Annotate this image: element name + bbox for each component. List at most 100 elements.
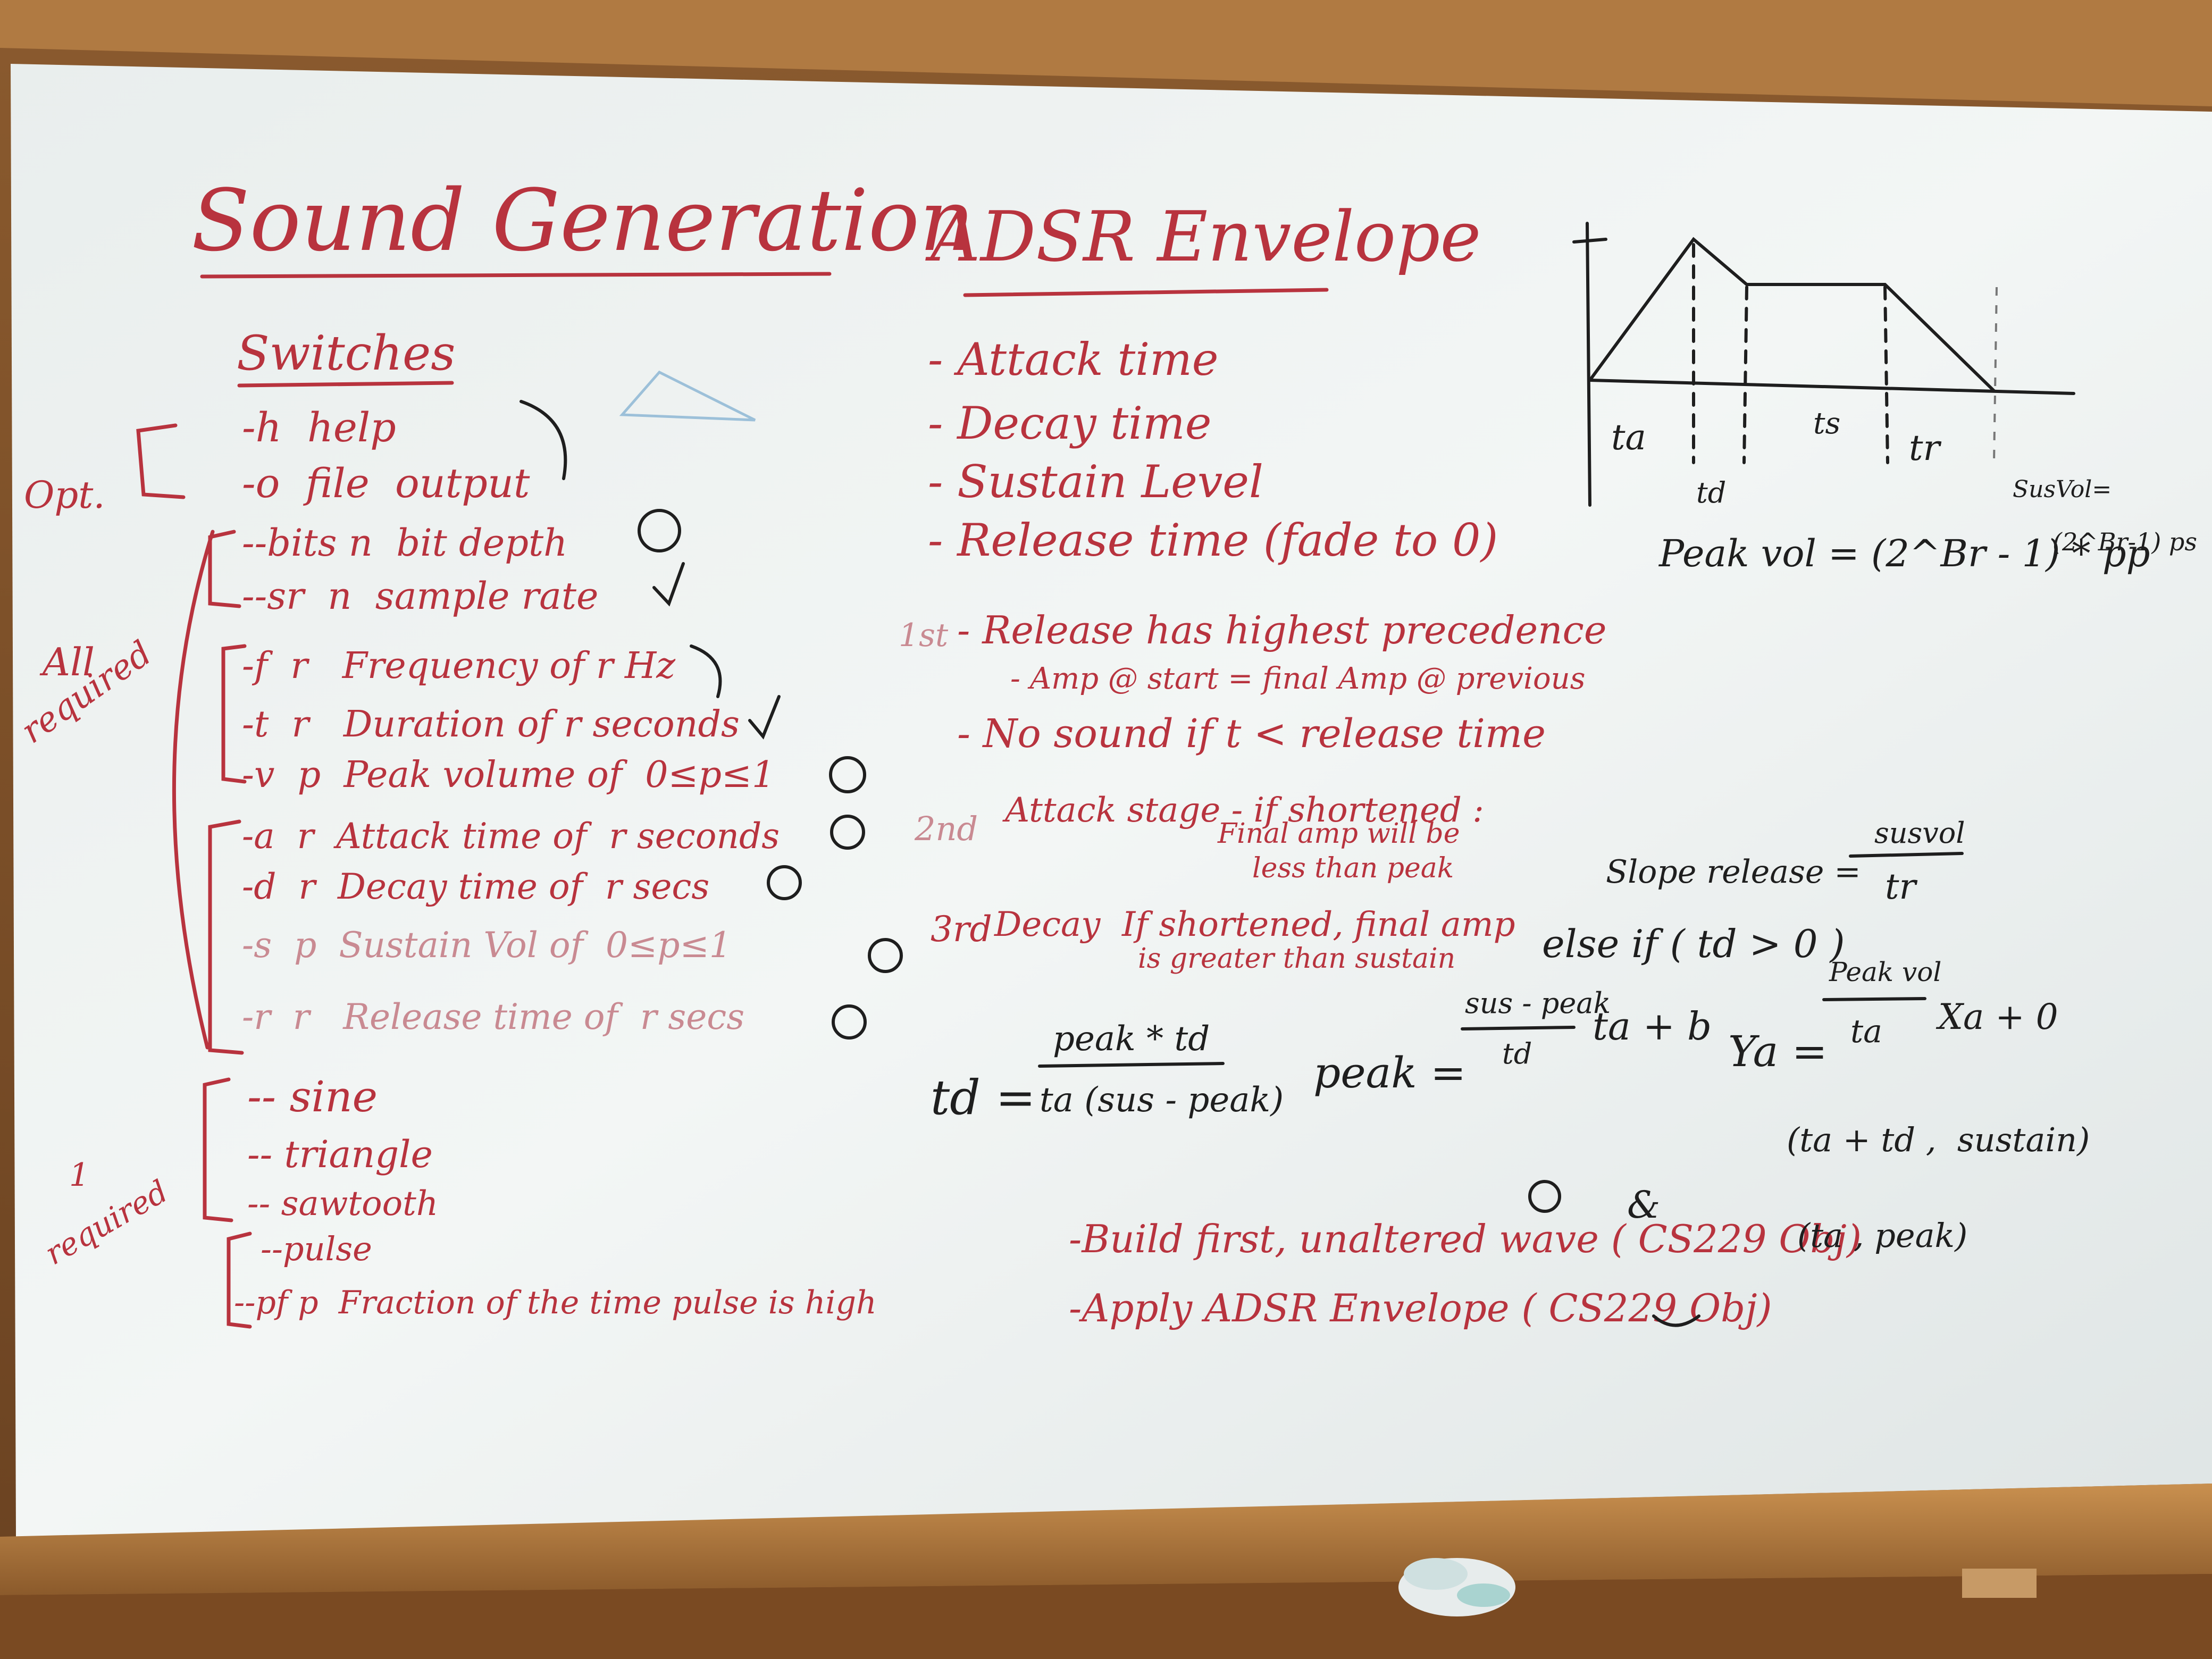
precedence-line: Attack stage - if shortened : — [1002, 791, 1484, 830]
ya-numerator: Peak vol — [1829, 957, 1941, 987]
td-formula: td = peak * td ta (sus - peak) — [931, 1019, 1284, 1126]
switch-item: -d r Decay time of r secs — [242, 866, 709, 907]
brace-mark — [520, 400, 567, 480]
volume-formulas: Peak vol = (2^Br - 1) * pp (2^Br-1) ps S… — [1542, 527, 2197, 1255]
adsr-item: - Decay time — [928, 397, 1211, 449]
graph-label-td: td — [1696, 476, 1726, 509]
slope-numerator: susvol — [1874, 816, 1965, 850]
build-step: -Apply ADSR Envelope ( CS229 Obj) — [1069, 1286, 1772, 1330]
ya-lhs: Ya = — [1728, 1027, 1828, 1076]
precedence-notes: 1st - Release has highest precedence - A… — [899, 608, 1606, 975]
fraction-bar — [1849, 852, 1964, 858]
circle-mark-icon — [829, 756, 866, 793]
graph-label-susvol: SusVol= — [2013, 476, 2112, 503]
adsr-envelope-graph: ta td ts tr SusVol= — [1572, 222, 2112, 509]
circle-mark-icon — [767, 865, 802, 900]
bracket-a-d-s-r — [208, 819, 244, 1055]
switch-item: --pf p Fraction of the time pulse is hig… — [234, 1284, 877, 1321]
formula-numerator: peak * td — [1053, 1019, 1210, 1059]
eraser — [1962, 1569, 2037, 1598]
frame-bottom — [0, 1574, 2212, 1659]
check-mark-icon — [652, 562, 685, 607]
adsr-item: - Release time (fade to 0) — [928, 514, 1498, 566]
switch-item: -t r Duration of r seconds — [242, 703, 740, 745]
dashed-marker — [1742, 286, 1748, 464]
formula-denominator: ta (sus - peak) — [1040, 1080, 1284, 1120]
adsr-heading: ADSR Envelope — [925, 196, 1481, 277]
ya-tail: Xa + 0 — [1936, 996, 2058, 1037]
bracket-pulse — [227, 1231, 252, 1329]
bracket-opt — [136, 423, 186, 499]
graph-label-tr: tr — [1909, 428, 1942, 468]
switch-item: --sr n sample rate — [242, 574, 598, 618]
adsr-item: - Sustain Level — [928, 456, 1263, 508]
check-mark-icon — [748, 695, 781, 740]
bracket-all-required — [172, 530, 215, 1050]
precedence-line: Decay If shortened, final amp — [994, 905, 1515, 944]
switch-item: -- sine — [247, 1072, 378, 1121]
ampersand-mark-icon: & — [1627, 1183, 1660, 1227]
circle-mark-icon — [638, 509, 681, 552]
circle-mark-icon — [1528, 1180, 1561, 1213]
build-steps: -Build first, unaltered wave ( CS229 Obj… — [1069, 1180, 1862, 1330]
title-underline — [200, 272, 832, 279]
point-peak: (ta , peak) — [1797, 1216, 1967, 1255]
bracket-f-t-v — [221, 644, 247, 784]
circle-mark-icon — [832, 1004, 867, 1040]
precedence-line: Final amp will be — [1217, 818, 1460, 850]
dashed-marker — [1993, 287, 1998, 463]
group-label-opt: Opt. — [24, 473, 105, 517]
switches-heading: Switches — [237, 325, 455, 381]
brace-mark — [690, 644, 722, 698]
envelope-curve — [1588, 237, 1996, 392]
adsr-underline — [963, 288, 1329, 297]
precedence-line: is greater than sustain — [1138, 943, 1455, 975]
group-label-one: 1 — [69, 1157, 89, 1194]
ya-denominator: ta — [1850, 1013, 1882, 1050]
switch-item: -s p Sustain Vol of 0≤p≤1 — [242, 925, 732, 966]
peak-formula: peak = sus - peak td ta + b — [1313, 986, 1712, 1097]
underline-mark — [1652, 1314, 1700, 1327]
graph-y-axis — [1586, 222, 1591, 507]
precedence-line: - Release has highest precedence — [957, 608, 1606, 652]
circle-mark-icon — [868, 938, 903, 973]
switch-item: -h help — [242, 404, 396, 451]
status-marks — [520, 400, 903, 1040]
peak-vol-formula: Peak vol = (2^Br - 1) * pp — [1658, 532, 2150, 575]
build-step: -Build first, unaltered wave ( CS229 Obj… — [1069, 1217, 1862, 1261]
frame-top — [0, 0, 2212, 106]
precedence-line: - Amp @ start = final Amp @ previous — [1010, 661, 1585, 696]
formula-numerator: sus - peak — [1465, 986, 1611, 1020]
bracket-waves — [203, 1077, 233, 1222]
formula-lhs: td = — [931, 1070, 1036, 1126]
formula-denominator: td — [1502, 1037, 1532, 1070]
switch-item: -- triangle — [247, 1133, 433, 1176]
adsr-list: - Attack time - Decay time - Sustain Lev… — [928, 333, 1498, 566]
switch-item: -v p Peak volume of 0≤p≤1 — [242, 754, 775, 796]
graph-label-ts: ts — [1813, 406, 1840, 441]
switch-item: -- sawtooth — [247, 1184, 438, 1224]
crumpled-paper-icon — [1398, 1558, 1515, 1616]
ordinal-label: 3rd — [931, 909, 992, 950]
bracket-bits-sr — [208, 530, 241, 608]
switch-item: -o file output — [242, 459, 530, 507]
circle-mark-icon — [830, 815, 865, 850]
fraction-bar — [1038, 1062, 1225, 1068]
formula-tail: ta + b — [1593, 1004, 1712, 1049]
marker-tray — [0, 1484, 2212, 1595]
formula-lhs: peak = — [1313, 1048, 1466, 1097]
slope-label: Slope release = — [1606, 853, 1861, 891]
faint-sketch — [619, 370, 756, 422]
fraction-bar — [1822, 997, 1926, 1001]
point-sustain: (ta + td , sustain) — [1787, 1120, 2090, 1159]
sus-vol-formula: (2^Br-1) ps — [2052, 527, 2197, 556]
switch-item: --pulse — [261, 1229, 372, 1268]
page-title: Sound Generation — [191, 171, 974, 270]
ordinal-label: 1st — [899, 617, 949, 654]
adsr-item: - Attack time — [928, 333, 1219, 386]
switch-item: --bits n bit depth — [242, 521, 567, 565]
switch-item: -a r Attack time of r seconds — [242, 816, 780, 857]
dashed-marker — [1883, 286, 1889, 464]
y-axis-tick — [1572, 238, 1607, 244]
precedence-line: less than peak — [1252, 852, 1454, 884]
